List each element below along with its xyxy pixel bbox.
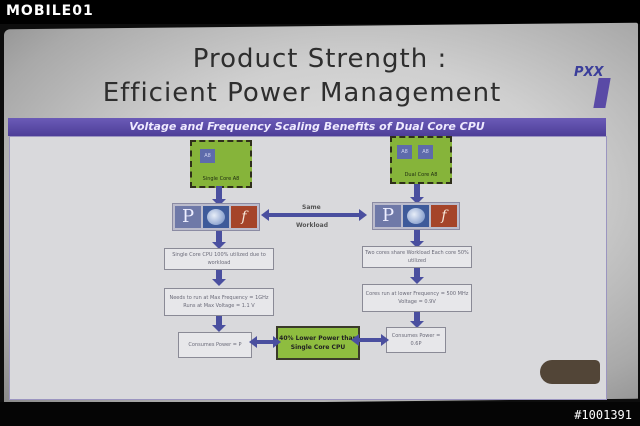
slide-title-line2: Efficient Power Management bbox=[102, 78, 502, 108]
same-label: Same bbox=[302, 204, 321, 211]
bottom-bar bbox=[0, 402, 640, 426]
left-frequency-box: Needs to run at Max Frequency = 1GHz Run… bbox=[164, 288, 274, 316]
globe-icon bbox=[203, 206, 229, 228]
diagram-panel bbox=[9, 136, 607, 400]
dual-core-cpu: A8 A8 Dual Core A8 bbox=[390, 136, 452, 184]
slide-title-line1: Product Strength : bbox=[192, 44, 448, 74]
power-savings-box: 40% Lower Power than Single Core CPU bbox=[276, 326, 360, 360]
chip-icon: A8 bbox=[418, 145, 433, 159]
site-logo: MOBILE01 bbox=[6, 3, 94, 19]
right-app-icons: P f bbox=[372, 202, 460, 230]
double-arrow-icon bbox=[261, 209, 367, 221]
arrow-down-icon bbox=[410, 312, 424, 328]
arrow-down-icon bbox=[212, 316, 226, 332]
brand-logo: PXX bbox=[574, 65, 604, 80]
left-power-box: Consumes Power = P bbox=[178, 332, 252, 358]
app-p-icon: P bbox=[175, 206, 201, 228]
workload-label: Workload bbox=[296, 222, 328, 229]
dual-core-label: Dual Core A8 bbox=[404, 172, 438, 178]
presenter-hand bbox=[540, 360, 600, 384]
single-core-cpu: A8 Single Core A8 bbox=[190, 140, 252, 188]
left-app-icons: P f bbox=[172, 203, 260, 231]
chip-icon: A8 bbox=[200, 149, 215, 163]
right-frequency-box: Cores run at lower Frequency = 500 MHz V… bbox=[362, 284, 472, 312]
arrow-down-icon bbox=[212, 270, 226, 286]
arrow-right-icon bbox=[351, 334, 389, 346]
right-power-box: Consumes Power = 0.6P bbox=[386, 327, 446, 353]
arrow-left-icon bbox=[249, 336, 281, 348]
flash-icon: f bbox=[231, 206, 257, 228]
flash-icon: f bbox=[431, 205, 457, 227]
arrow-down-icon bbox=[212, 231, 226, 249]
arrow-down-icon bbox=[410, 268, 424, 284]
right-utilization-box: Two cores share Workload Each core 50% u… bbox=[362, 246, 472, 268]
photo-id: #1001391 bbox=[574, 408, 632, 422]
globe-icon bbox=[403, 205, 429, 227]
chip-icon: A8 bbox=[397, 145, 412, 159]
single-core-label: Single Core A8 bbox=[202, 176, 240, 182]
slide-banner: Voltage and Frequency Scaling Benefits o… bbox=[8, 118, 606, 136]
arrow-down-icon bbox=[410, 230, 424, 248]
left-utilization-box: Single Core CPU 100% utilized due to wor… bbox=[164, 248, 274, 270]
arrow-down-icon bbox=[410, 184, 424, 204]
app-p-icon: P bbox=[375, 205, 401, 227]
arrow-down-icon bbox=[212, 186, 226, 206]
watermark-bar: MOBILE01 bbox=[0, 0, 640, 24]
